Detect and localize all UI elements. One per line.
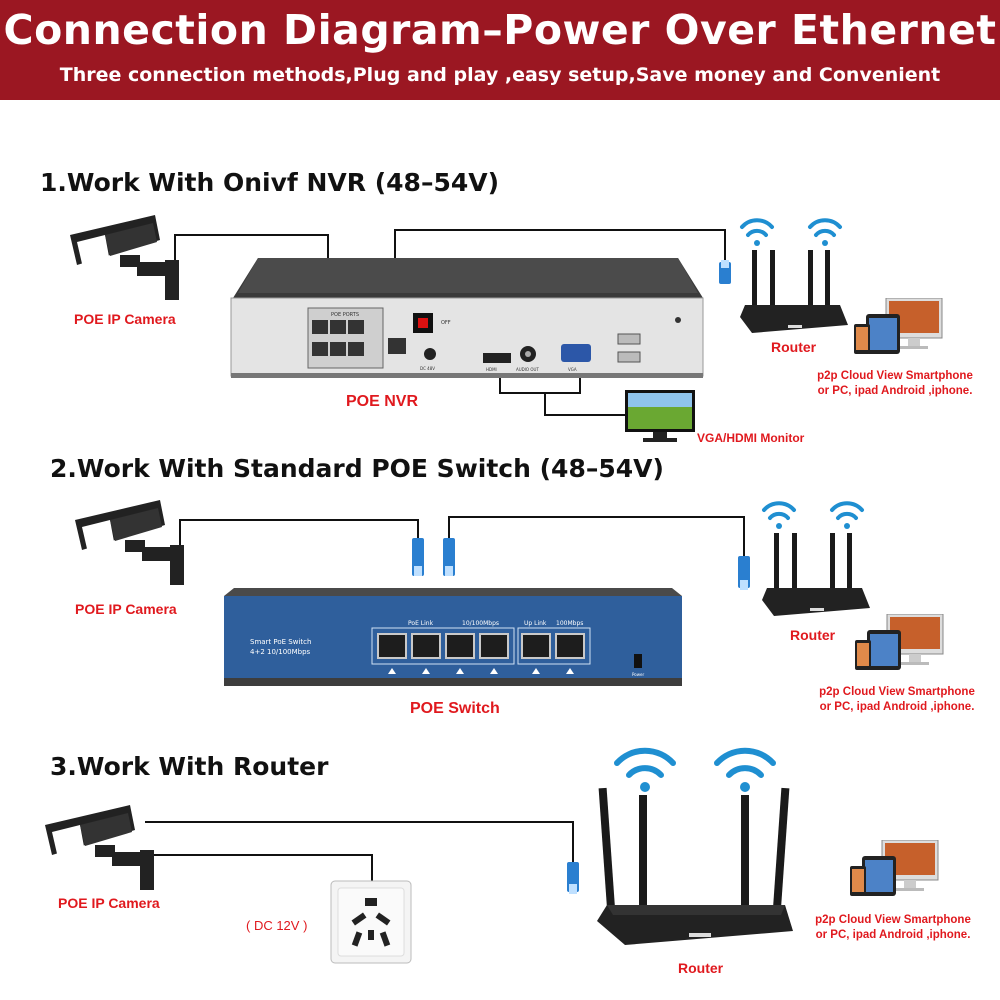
switch-name2-text: 4+2 10/100Mbps xyxy=(250,648,311,656)
section3-title: 3.Work With Router xyxy=(50,752,329,781)
camera1-icon xyxy=(70,215,179,300)
nvr-device: POE PORTS OFF DC 48V HDMI AUDIO OUT VGA xyxy=(230,258,704,378)
nvr-dc-text: DC 48V xyxy=(420,366,435,371)
cloud-note1-line1: p2p Cloud View Smartphone xyxy=(817,370,973,382)
camera1-label: POE IP Camera xyxy=(74,311,176,327)
router1-label: Router xyxy=(771,339,817,355)
cloud-devices3-icon xyxy=(850,840,939,896)
cloud-note3-line2: or PC, ipad Android ,iphone. xyxy=(815,929,971,941)
nvr-off-text: OFF xyxy=(441,320,451,326)
cable-nvr-monitor xyxy=(499,375,581,394)
cable-camera3-power xyxy=(145,854,373,885)
nvr-audio-text: AUDIO OUT xyxy=(516,367,539,372)
camera2-icon xyxy=(75,500,184,585)
router3-label: Router xyxy=(678,960,724,976)
monitor-icon xyxy=(625,390,695,442)
switch-speed1-text: 10/100Mbps xyxy=(462,620,499,627)
router2-label: Router xyxy=(790,627,836,643)
cable-camera2-switch xyxy=(179,519,419,555)
router1-icon xyxy=(740,218,848,333)
switch-speed2-text: 100Mbps xyxy=(556,620,583,627)
switch-uplink-text: Up Link xyxy=(524,620,547,627)
section1-title: 1.Work With Onivf NVR (48–54V) xyxy=(40,168,500,197)
cable-monitor-link xyxy=(544,393,625,416)
router2-icon xyxy=(762,501,870,616)
camera2-label: POE IP Camera xyxy=(75,601,177,617)
cable-camera3-router xyxy=(145,821,574,865)
power-label: ( DC 12V ) xyxy=(246,918,308,933)
nvr-vga-text: VGA xyxy=(568,367,577,372)
monitor-label: VGA/HDMI Monitor xyxy=(697,431,805,445)
page-subtitle: Three connection methods,Plug and play ,… xyxy=(59,64,941,86)
cloud-note3-line1: p2p Cloud View Smartphone xyxy=(815,914,971,926)
cloud-note2: p2p Cloud View Smartphone or PC, ipad An… xyxy=(812,685,982,715)
cloud-note1: p2p Cloud View Smartphone or PC, ipad An… xyxy=(810,369,980,399)
page-title: Connection Diagram–Power Over Ethernet xyxy=(3,6,997,54)
header-banner: Connection Diagram–Power Over Ethernet T… xyxy=(0,0,1000,100)
cable-switch-router2 xyxy=(448,516,745,560)
power-socket-icon xyxy=(330,880,412,964)
nvr-hdmi-text: HDMI xyxy=(486,367,497,372)
cloud-note2-line2: or PC, ipad Android ,iphone. xyxy=(819,701,975,713)
cloud-note1-line2: or PC, ipad Android ,iphone. xyxy=(817,385,973,397)
switch-poelink-text: PoE Link xyxy=(408,620,434,627)
switch-name1-text: Smart PoE Switch xyxy=(250,638,311,646)
poe-switch-device: Smart PoE Switch 4+2 10/100Mbps PoE Link… xyxy=(224,588,682,686)
nvr-poe-ports-text: POE PORTS xyxy=(331,312,359,318)
camera3-label: POE IP Camera xyxy=(58,895,160,911)
cloud-note3: p2p Cloud View Smartphone or PC, ipad An… xyxy=(808,913,978,943)
section2-title: 2.Work With Standard POE Switch (48–54V) xyxy=(50,454,664,483)
cloud-note2-line1: p2p Cloud View Smartphone xyxy=(819,686,975,698)
cloud-devices1-icon xyxy=(854,298,943,354)
nvr-label: POE NVR xyxy=(346,393,419,410)
router3-icon xyxy=(597,747,793,945)
cloud-devices2-icon xyxy=(855,614,944,670)
switch-power-text: Power xyxy=(632,672,644,677)
camera3-icon xyxy=(45,805,154,890)
switch-label: POE Switch xyxy=(410,700,500,717)
